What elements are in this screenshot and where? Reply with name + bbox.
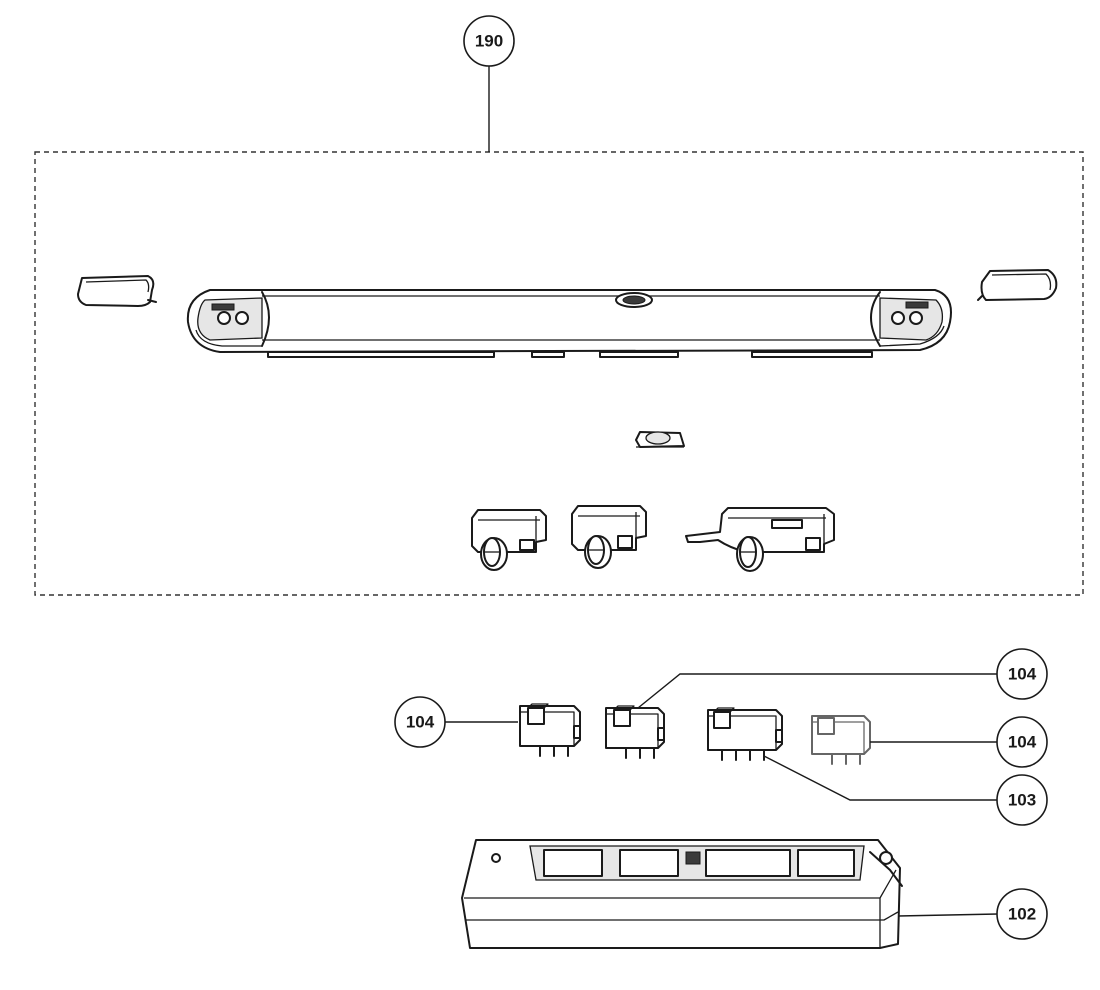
- callout-104-left-circle: [394, 696, 446, 748]
- callout-104-left-label: 104: [406, 713, 435, 732]
- slide-switch-3: [707, 707, 783, 761]
- assembly-190-boundary: [34, 151, 1084, 596]
- callout-190[interactable]: 190: [463, 15, 515, 152]
- leader-103: [763, 755, 998, 801]
- end-cap-left: [77, 275, 157, 307]
- callout-190-label: 190: [475, 32, 503, 51]
- callout-104-left[interactable]: 104: [394, 696, 518, 748]
- callout-103-label: 103: [1008, 791, 1036, 810]
- callout-104-top-circle: [996, 648, 1048, 700]
- switch-housing: [461, 839, 903, 949]
- leader-102: [897, 913, 999, 917]
- leader-104-top: [637, 673, 998, 709]
- callout-104-right-label: 104: [1008, 733, 1037, 752]
- slide-switch-4: [811, 715, 871, 765]
- slide-switch-1: [519, 703, 581, 757]
- slide-switch-2: [605, 705, 665, 759]
- callout-104-right[interactable]: 104: [870, 716, 1048, 768]
- slide-knob-1: [471, 509, 547, 571]
- callout-102[interactable]: 102: [897, 888, 1048, 940]
- callout-104-top[interactable]: 104: [637, 648, 1048, 709]
- lens-window: [635, 431, 685, 448]
- callout-104-top-label: 104: [1008, 665, 1037, 684]
- slide-knob-3: [685, 507, 835, 572]
- callout-104-right-circle: [996, 716, 1048, 768]
- slide-knob-2: [571, 505, 647, 569]
- main-cover-bar: [186, 289, 952, 358]
- callout-103[interactable]: 103: [763, 755, 1048, 826]
- callout-102-label: 102: [1008, 905, 1036, 924]
- end-cap-right: [977, 269, 1058, 301]
- callout-102-circle: [996, 888, 1048, 940]
- callout-103-circle: [996, 774, 1048, 826]
- callout-190-circle: [463, 15, 515, 67]
